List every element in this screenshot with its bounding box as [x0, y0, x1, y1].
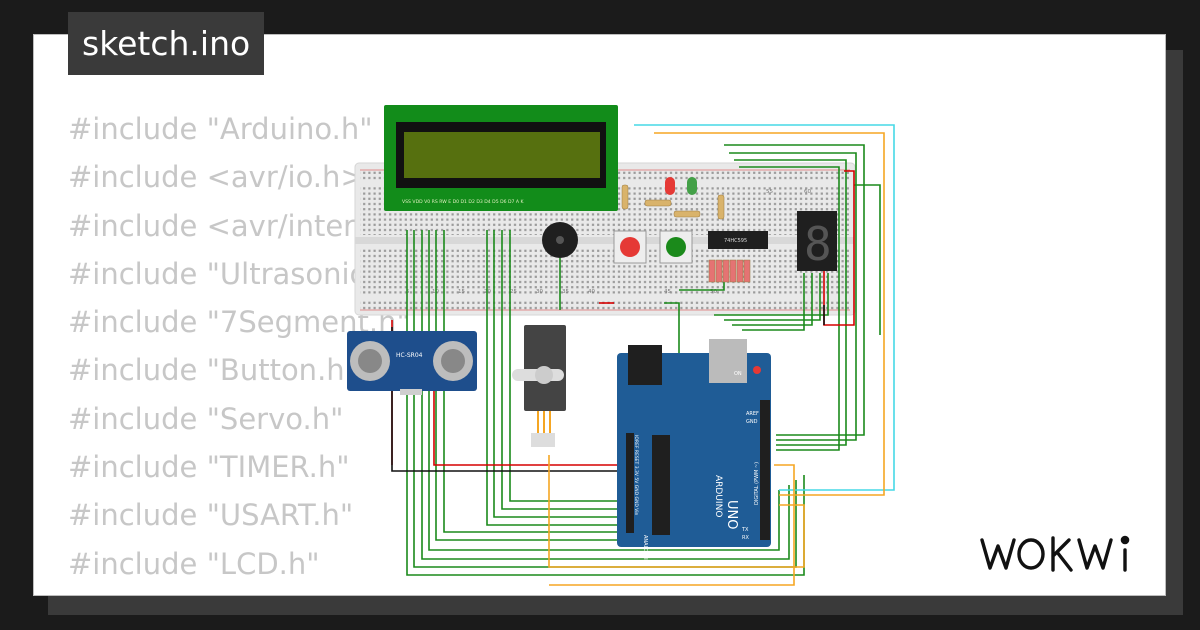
bb-col-number: 40 [588, 289, 595, 295]
bb-col-number: 5 [406, 289, 410, 295]
board-on: ON [734, 371, 742, 377]
resistors [621, 184, 751, 283]
bb-col-number: 50 [710, 289, 717, 295]
ultrasonic-sensor: HC-SR04 [347, 331, 477, 395]
shift-register-chip: 74HC595 [708, 231, 768, 249]
preview-card: #include "Arduino.h" #include <avr/io.h>… [33, 34, 1166, 596]
code-line: #include <avr/io.h> [68, 160, 365, 195]
board-aref: AREF [746, 411, 759, 417]
board-tx: TX [741, 527, 749, 533]
bb-col-number: 60 [804, 189, 811, 195]
board-model: UNO [724, 500, 739, 529]
code-line: #include "LCD.h" [68, 546, 320, 581]
code-line: #include "Ultrasonic.h" [68, 256, 407, 291]
ultrasonic-label: HC-SR04 [396, 352, 423, 359]
bb-col-number: 55 [766, 189, 773, 195]
board-digital-label: DIGITAL (PWM ~) [754, 462, 760, 505]
seven-segment-display: 8 [797, 211, 837, 271]
bb-col-number: 35 [562, 289, 569, 295]
board-analog-label: ANALOG IN [642, 535, 648, 563]
code-line: #include "Arduino.h" [68, 112, 373, 146]
bb-col-number: 30 [536, 289, 543, 295]
code-line: #include "Servo.h" [68, 401, 344, 436]
bb-col-number: 25 [510, 289, 517, 295]
led-red [665, 177, 675, 195]
shift-register-label: 74HC595 [724, 238, 747, 244]
buzzer [542, 222, 578, 310]
bb-col-number: 15 [458, 289, 465, 295]
push-button-green [659, 230, 693, 264]
lcd-pin-labels: VSS VDD V0 RS RW E D0 D1 D2 D3 D4 D5 D6 … [402, 199, 525, 205]
bb-col-number: 45 [664, 289, 671, 295]
wires [391, 124, 895, 586]
board-power-header: IOREF RESET 3.3V 5V GND GND Vin [633, 435, 639, 515]
circuit-diagram: 5 10 15 20 25 30 35 40 45 50 55 60 [347, 105, 895, 586]
code-line: #include "TIMER.h" [68, 450, 350, 485]
lcd-display: VSS VDD V0 RS RW E D0 D1 D2 D3 D4 D5 D6 … [384, 105, 618, 211]
board-gnd: GND [746, 419, 758, 425]
board-rx: RX [742, 535, 749, 541]
code-line: #include "USART.h" [68, 498, 354, 533]
servo-motor [512, 325, 566, 447]
file-name-tab: sketch.ino [68, 12, 265, 75]
code-line: #include "Button.h" [68, 353, 358, 388]
push-button-red [613, 230, 647, 264]
led-green [687, 177, 697, 195]
seven-segment-digit: 8 [804, 217, 832, 271]
wokwi-logo [980, 535, 1130, 572]
arduino-uno-board: ARDUINO UNO AREF GND ON TX RX DIGITAL (P… [617, 339, 771, 563]
board-brand: ARDUINO [713, 475, 723, 517]
